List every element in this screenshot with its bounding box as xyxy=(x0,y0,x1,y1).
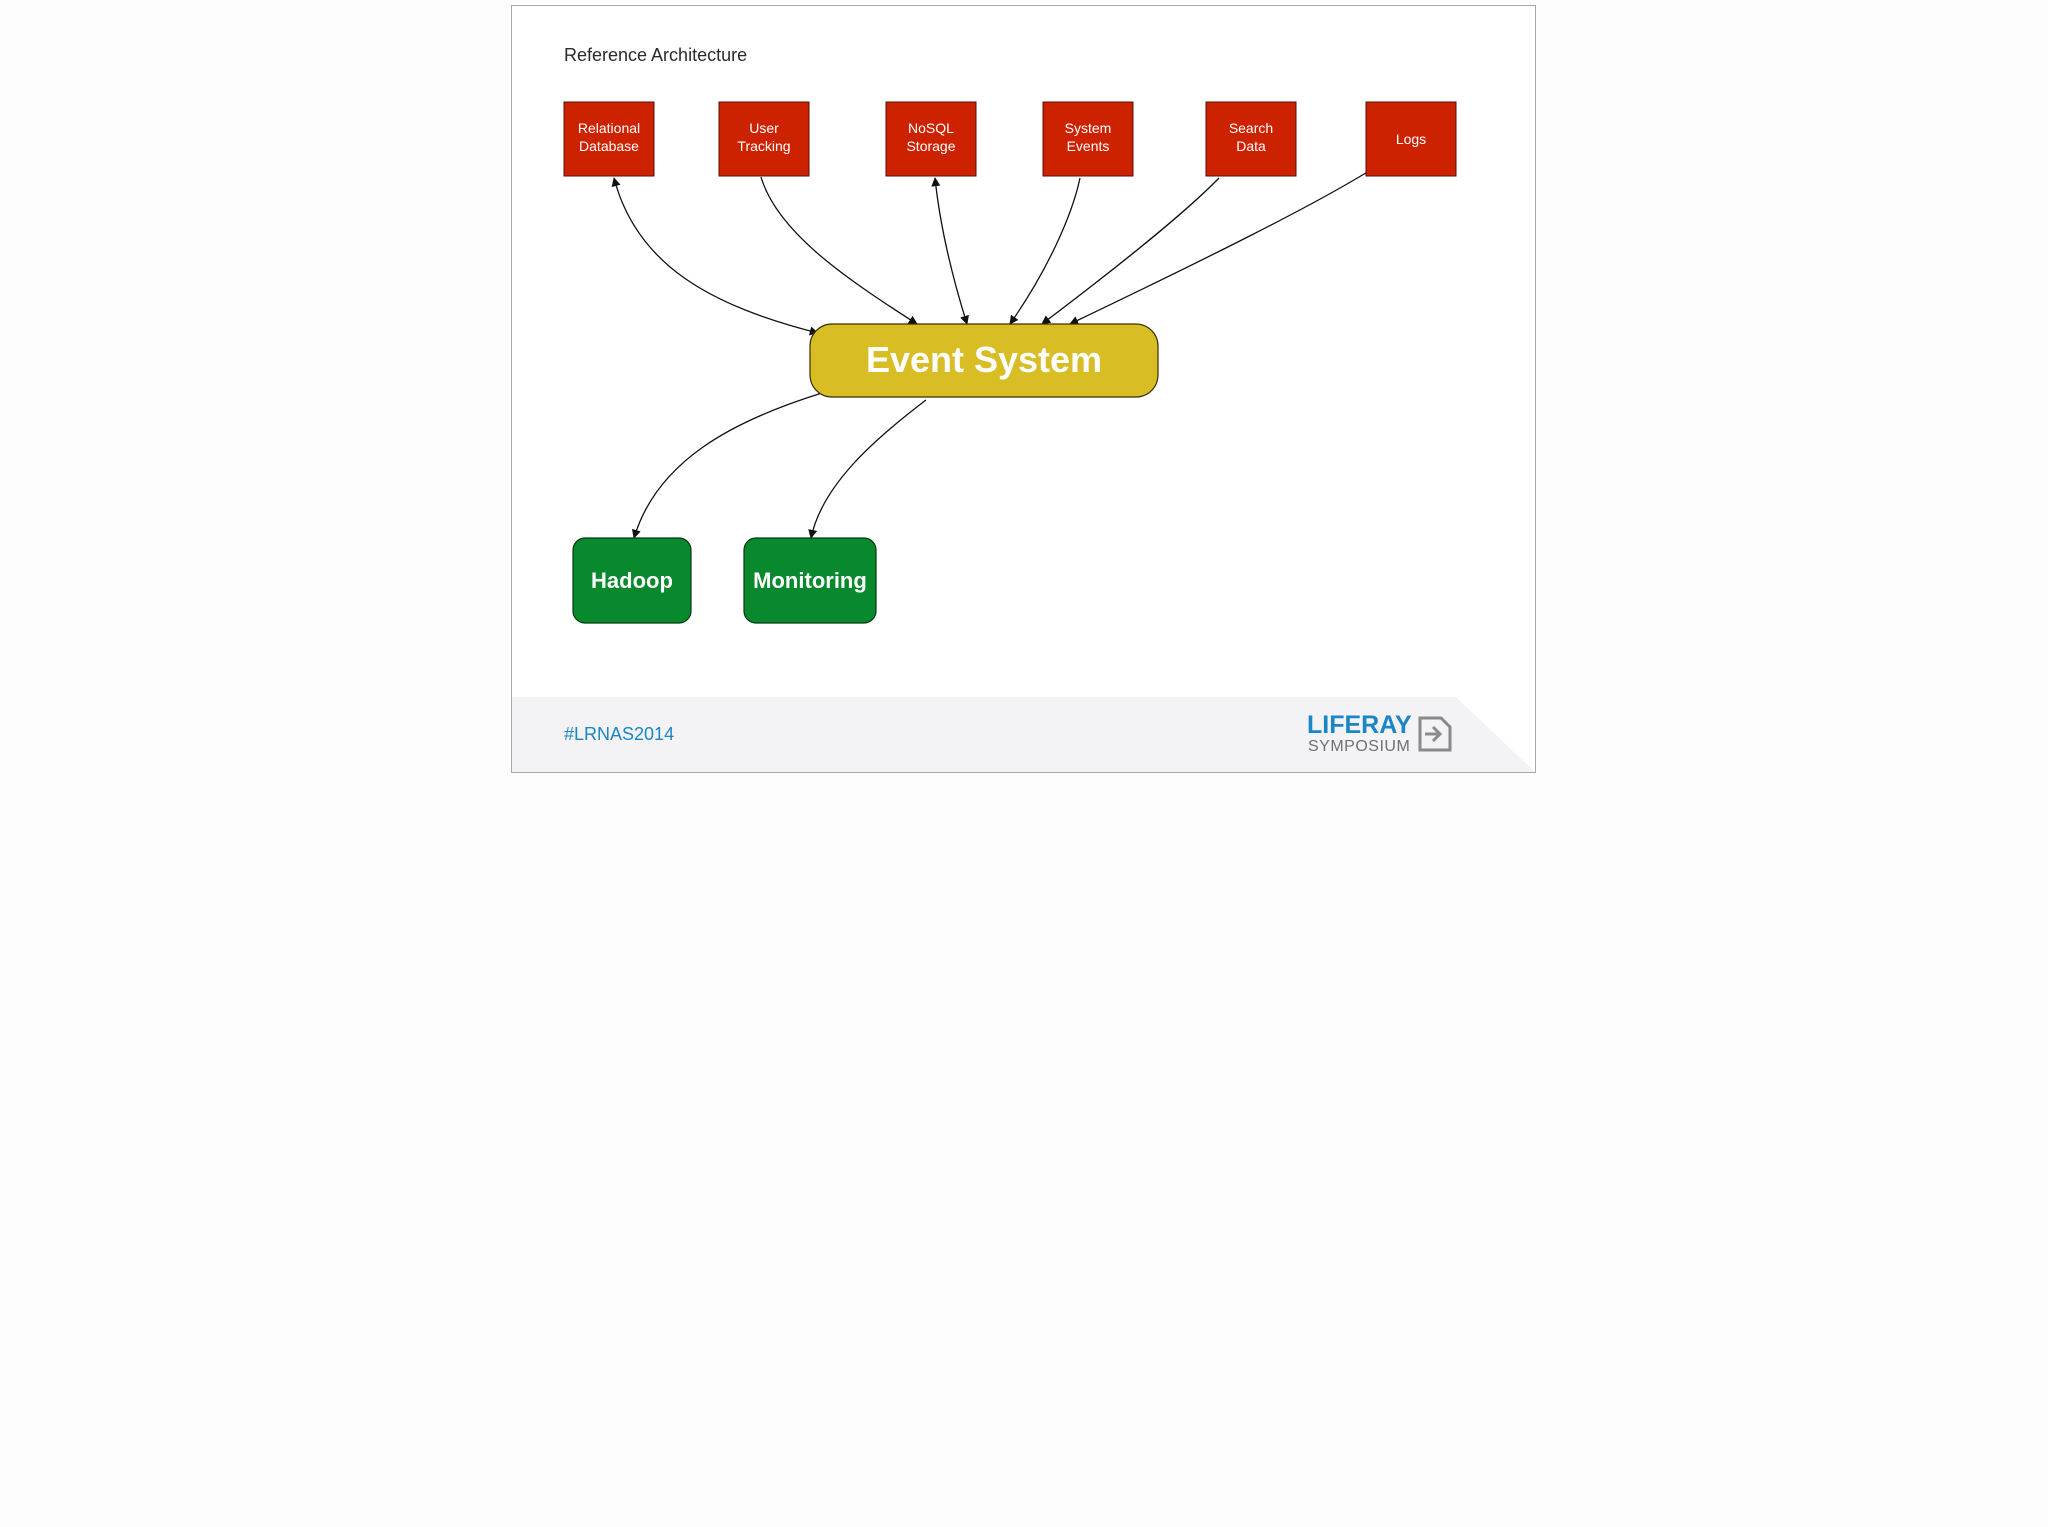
source-label-line: System xyxy=(1065,120,1112,136)
connector-relational-database xyxy=(611,177,819,336)
source-label-line: Events xyxy=(1067,138,1110,154)
connector-system-events xyxy=(1009,177,1081,325)
source-label-line: Database xyxy=(579,138,639,154)
source-node-logs: Logs xyxy=(1365,101,1457,177)
sink-label: Monitoring xyxy=(753,568,867,593)
slide: Reference Architecture Relational Databa… xyxy=(511,5,1536,773)
hub-node-event-system: Event System xyxy=(809,323,1159,398)
source-label-line: NoSQL xyxy=(908,120,954,136)
source-node-nosql-storage: NoSQL Storage xyxy=(885,101,977,177)
connector-hadoop xyxy=(631,392,823,539)
connector-logs xyxy=(1069,170,1370,325)
source-label-line: Relational xyxy=(578,120,640,136)
connector-monitoring xyxy=(808,399,927,539)
logo-subtitle: SYMPOSIUM xyxy=(1308,738,1411,755)
connector-user-tracking xyxy=(760,176,918,325)
footer-background xyxy=(512,697,1535,772)
source-label-line: Storage xyxy=(906,138,955,154)
source-node-user-tracking: User Tracking xyxy=(718,101,810,177)
source-node-system-events: System Events xyxy=(1042,101,1134,177)
sink-label: Hadoop xyxy=(591,568,673,593)
source-label-line: Logs xyxy=(1396,131,1426,147)
connector-nosql-storage xyxy=(931,177,969,325)
source-label-line: Data xyxy=(1236,138,1266,154)
source-node-relational-database: Relational Database xyxy=(563,101,655,177)
source-label-line: User xyxy=(749,120,779,136)
connectors xyxy=(611,170,1370,539)
source-label-line: Tracking xyxy=(737,138,790,154)
connector-search-data xyxy=(1041,177,1220,325)
logo-arrow-icon xyxy=(1418,716,1452,752)
source-node-search-data: Search Data xyxy=(1205,101,1297,177)
liferay-symposium-logo: LIFERAY SYMPOSIUM xyxy=(1307,711,1452,757)
architecture-diagram: Relational Database User Tracking NoSQL … xyxy=(563,101,1457,624)
sink-node-monitoring: Monitoring xyxy=(743,537,877,624)
logo-wordmark: LIFERAY xyxy=(1307,711,1412,739)
sink-node-hadoop: Hadoop xyxy=(572,537,692,624)
slide-title: Reference Architecture xyxy=(564,45,748,65)
hub-label: Event System xyxy=(866,339,1102,380)
hashtag: #LRNAS2014 xyxy=(564,724,675,744)
source-label-line: Search xyxy=(1229,120,1273,136)
slide-footer: #LRNAS2014 LIFERAY SYMPOSIUM xyxy=(512,697,1535,772)
